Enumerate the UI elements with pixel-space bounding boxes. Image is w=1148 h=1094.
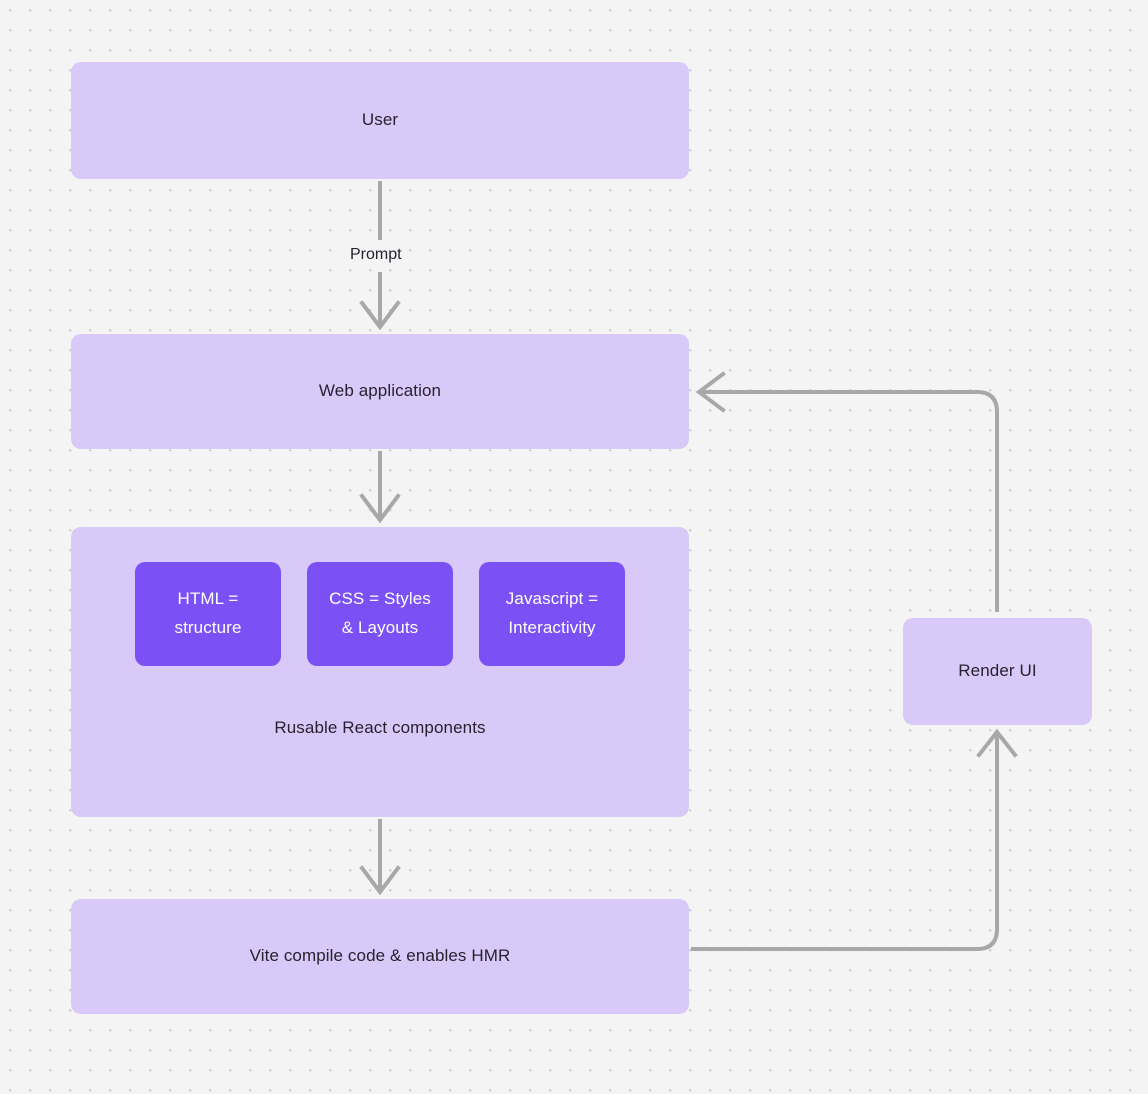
node-web-application-label: Web application xyxy=(318,381,442,401)
edge-vite-to-render xyxy=(691,731,999,951)
node-react-components[interactable]: HTML = structure CSS = Styles & Layouts … xyxy=(71,527,689,817)
edge-render-to-webapp xyxy=(700,390,999,612)
node-vite-label: Vite compile code & enables HMR xyxy=(249,946,511,966)
node-user[interactable]: User xyxy=(71,62,689,179)
arrowhead-components-to-vite xyxy=(359,865,401,896)
badge-css-label: CSS = Styles & Layouts xyxy=(329,589,431,637)
badge-html[interactable]: HTML = structure xyxy=(135,562,281,666)
node-web-application[interactable]: Web application xyxy=(71,334,689,449)
arrowhead-vite-to-render xyxy=(976,728,1018,758)
node-react-components-label: Rusable React components xyxy=(274,718,486,737)
node-vite[interactable]: Vite compile code & enables HMR xyxy=(71,899,689,1014)
node-user-label: User xyxy=(361,110,399,130)
node-render-ui[interactable]: Render UI xyxy=(903,618,1092,725)
badge-html-label: HTML = structure xyxy=(174,589,242,637)
arrowhead-render-to-webapp xyxy=(695,371,726,413)
arrowhead-prompt-to-webapp xyxy=(359,300,401,331)
badge-javascript[interactable]: Javascript = Interactivity xyxy=(479,562,625,666)
badge-javascript-label: Javascript = Interactivity xyxy=(505,589,599,637)
badge-row: HTML = structure CSS = Styles & Layouts … xyxy=(71,562,689,666)
badge-css[interactable]: CSS = Styles & Layouts xyxy=(307,562,453,666)
node-render-ui-label: Render UI xyxy=(958,661,1037,681)
arrowhead-webapp-to-components xyxy=(359,493,401,524)
edge-label-prompt: Prompt xyxy=(344,245,408,265)
